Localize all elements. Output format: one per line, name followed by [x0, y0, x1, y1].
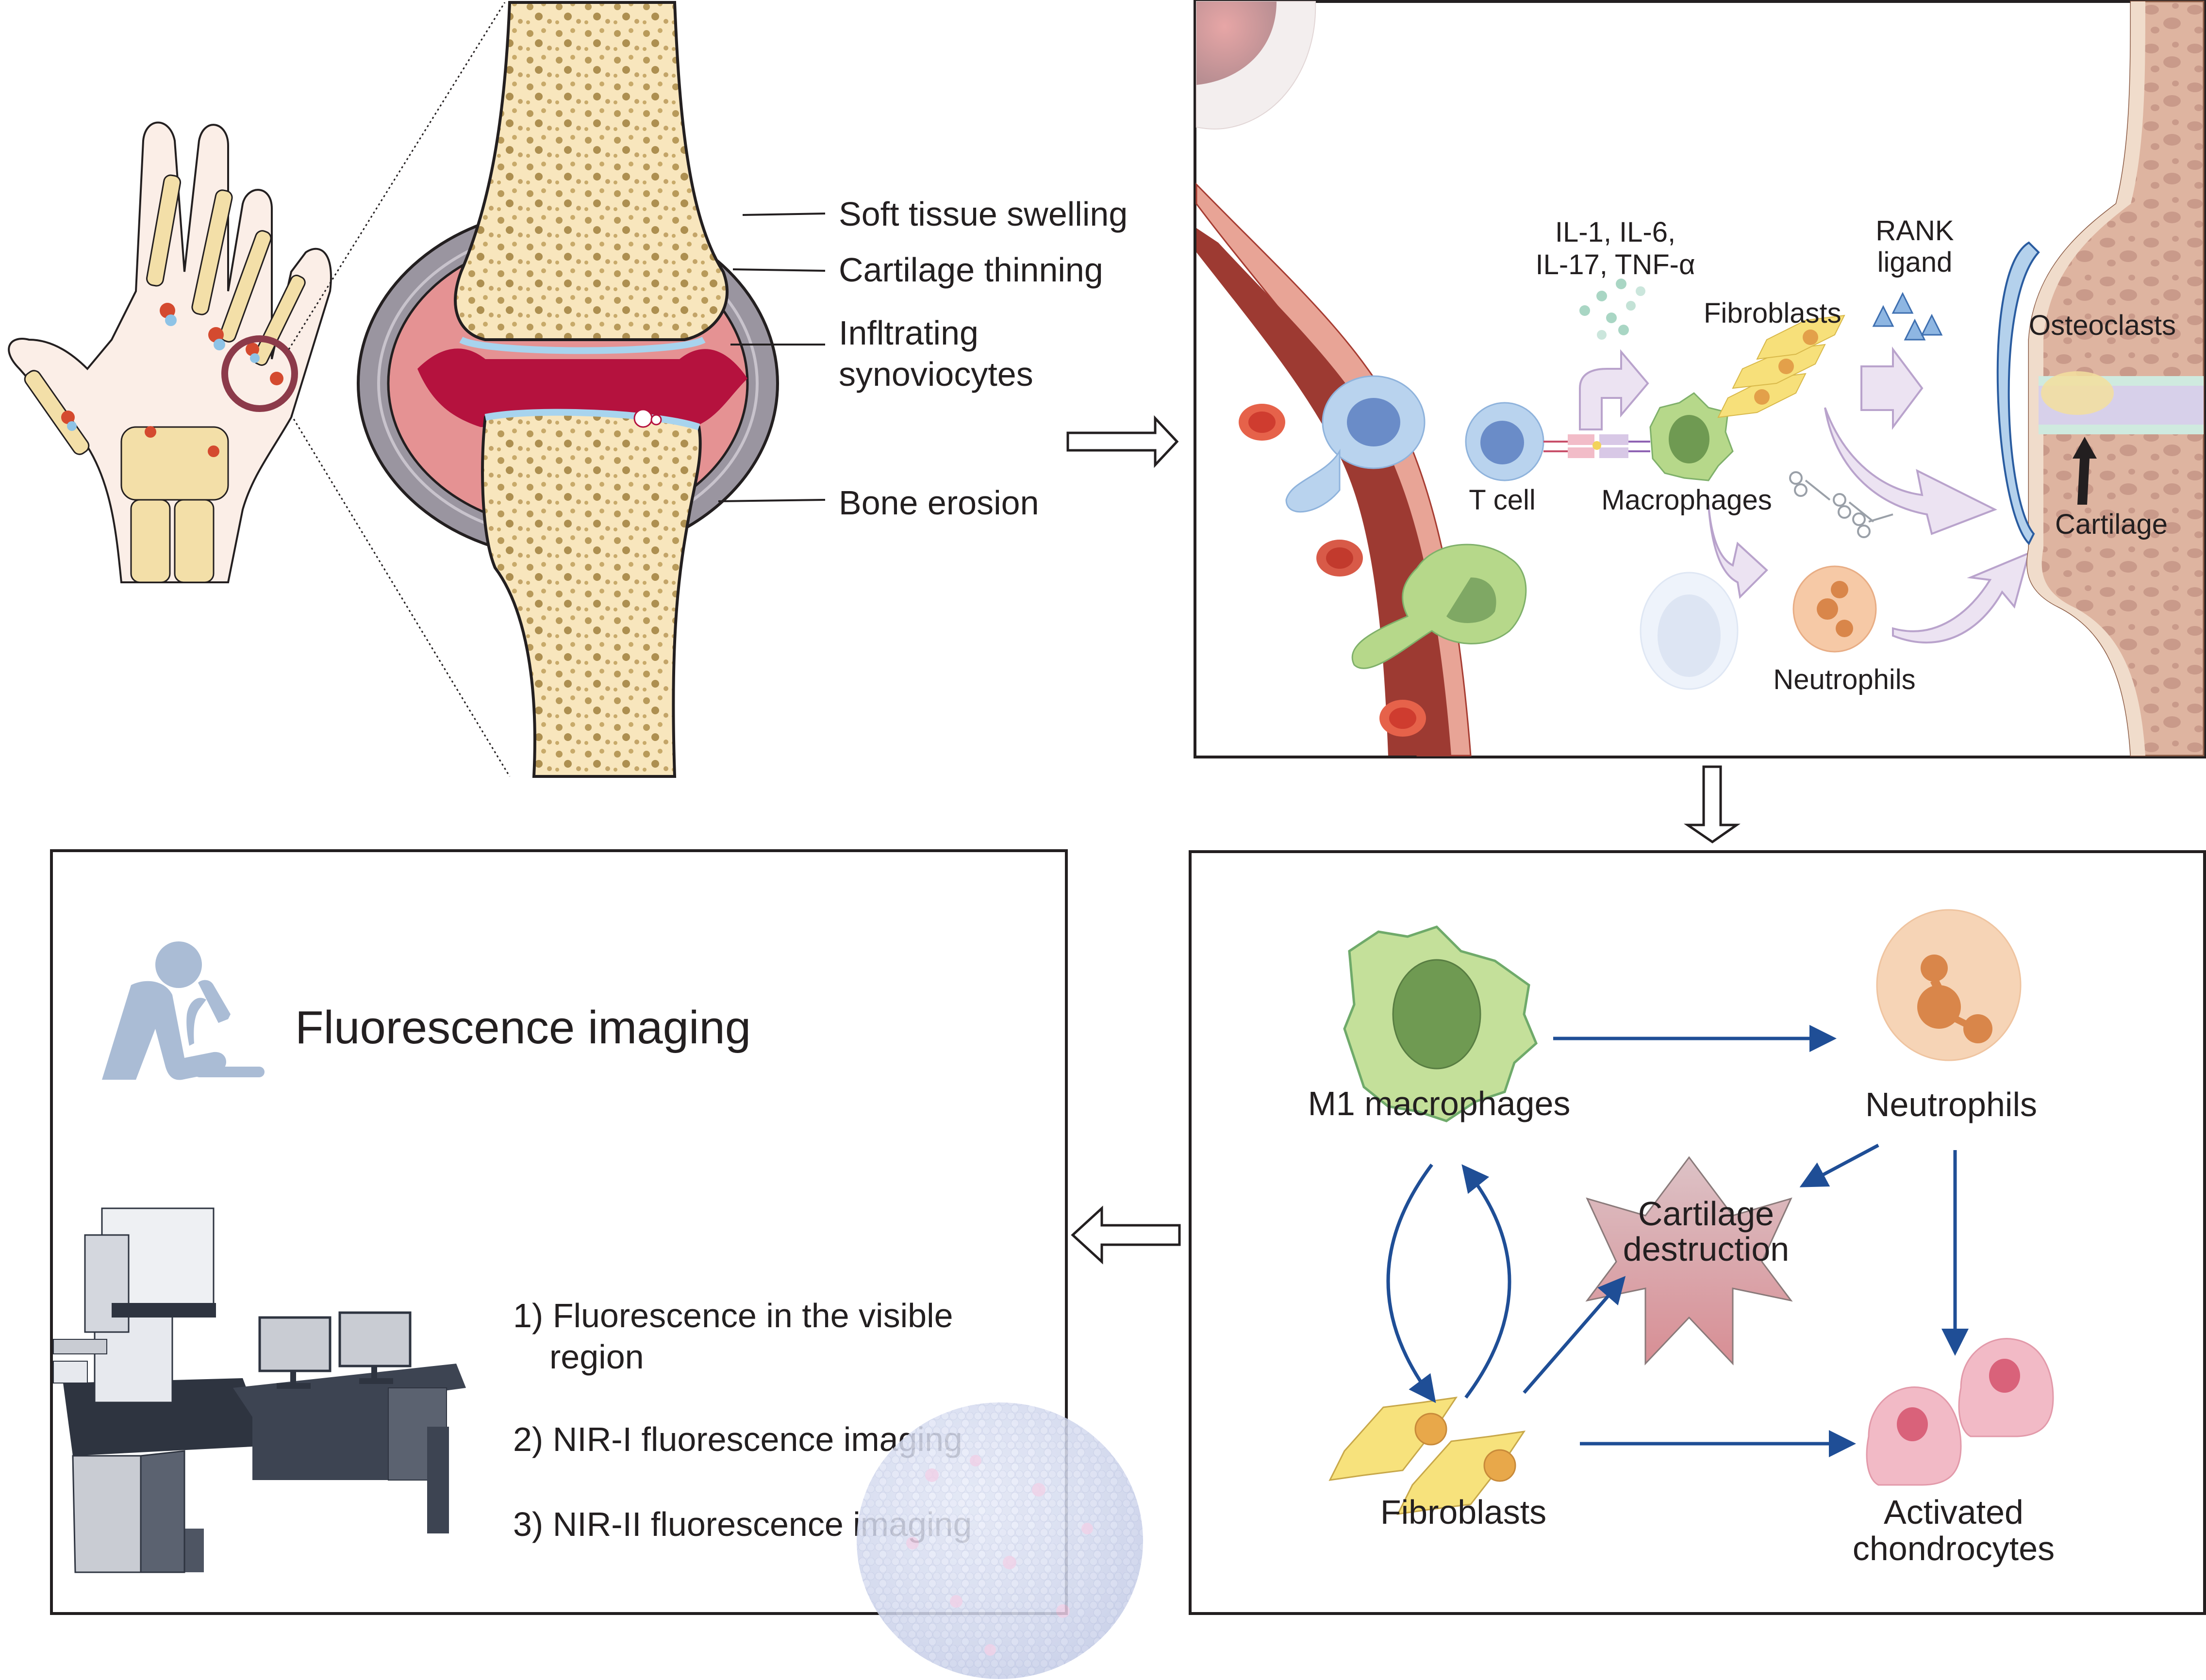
cartilage-destruction-star-icon — [1585, 1156, 1793, 1366]
macrophage-icon — [1649, 392, 1734, 481]
label-activated: Activated — [1884, 1493, 2024, 1531]
osteoclast-icon — [2041, 371, 2114, 415]
migrating-t-cell-icon — [1285, 375, 1426, 513]
receptor-binding-icon — [1543, 434, 1650, 458]
zoom-circle — [221, 335, 298, 412]
label-fibroblasts-top: Fibroblasts — [1704, 297, 1841, 329]
migrating-macrophage-icon — [1351, 544, 1527, 669]
zoom-guide-lines — [288, 2, 511, 777]
label-chondrocytes: chondrocytes — [1853, 1530, 2055, 1567]
imaging-panel-frame — [50, 849, 1068, 1615]
cell-panel-frame — [1194, 0, 2206, 758]
label-soft-tissue-swelling: Soft tissue swelling — [839, 195, 1128, 233]
label-cytokines-1: IL-1, IL-6, — [1555, 216, 1675, 248]
network-panel — [1328, 909, 2054, 1515]
m1-macrophage-icon — [1343, 925, 1538, 1122]
label-rank: RANK — [1875, 215, 1954, 247]
imaging-item-1-line2: region — [549, 1338, 644, 1376]
network-panel-frame — [1189, 850, 2206, 1615]
label-cytokines-2: IL-17, TNF-α — [1536, 249, 1695, 280]
label-t-cell: T cell — [1469, 484, 1536, 516]
label-bone-erosion: Bone erosion — [839, 484, 1039, 522]
label-cartilage-destruction-1: Cartilage — [1638, 1195, 1774, 1233]
pale-arrow-fibroblast — [1824, 407, 1997, 535]
neutrophil-network-icon — [1876, 909, 2022, 1061]
scissors-icon — [1789, 471, 1893, 538]
arrow-down — [1683, 765, 1741, 844]
label-cartilage-thinning: Cartilage thinning — [839, 251, 1103, 289]
cytokine-dots-icon — [1579, 279, 1645, 340]
fibroblasts-network-icon — [1328, 1397, 1526, 1515]
neutrophil-icon — [1792, 565, 1877, 653]
pale-arrow-cytokines — [1579, 349, 1649, 430]
pale-cell-icon — [1640, 572, 1739, 690]
label-cartilage: Cartilage — [2055, 509, 2168, 540]
joint-illustration — [357, 1, 779, 778]
label-cartilage-destruction-2: destruction — [1623, 1230, 1789, 1268]
pale-arrow-macrophage — [1708, 504, 1768, 599]
label-ligand: ligand — [1877, 247, 1953, 278]
imaging-item-1-line1: 1) Fluorescence in the visible — [513, 1297, 953, 1334]
cell-panel — [1195, 0, 2205, 757]
flow-arrow-neutrophil-cartilage — [1799, 1143, 1879, 1187]
chondrocytes-icon — [1866, 1338, 2054, 1486]
label-neutrophils: Neutrophils — [1865, 1086, 2037, 1123]
hand-illustration — [8, 121, 332, 583]
label-macrophages: Macrophages — [1601, 484, 1772, 516]
fibroblasts-icon — [1717, 314, 1845, 418]
rank-ligand-triangles-icon — [1872, 292, 1943, 341]
blood-vessel-illustration — [1195, 182, 1472, 757]
flow-arrow-fibroblast-cartilage — [1523, 1276, 1626, 1394]
joint-leader-lines — [718, 213, 826, 502]
nanoparticle-sphere-icon — [857, 1402, 1143, 1679]
imaging-item-2: 2) NIR-I fluorescence imaging — [513, 1420, 962, 1458]
flow-arrow-fibroblast-macrophage — [1461, 1164, 1511, 1399]
bone-cartilage-illustration — [1996, 0, 2205, 757]
t-cell-icon — [1465, 402, 1544, 481]
label-neutrophils-top: Neutrophils — [1773, 664, 1915, 695]
imaging-system-illustration — [53, 1207, 466, 1573]
label-fibroblasts: Fibroblasts — [1380, 1493, 1546, 1531]
red-blood-cell-icon — [1196, 0, 1316, 130]
label-synoviocytes: synoviocytes — [839, 355, 1033, 393]
arrow-right — [1066, 415, 1179, 468]
imaging-title: Fluorescence imaging — [295, 1002, 751, 1054]
up-arrow-icon — [2073, 437, 2097, 505]
scientist-microscope-icon — [102, 941, 265, 1080]
arrow-left — [1071, 1205, 1181, 1265]
flow-arrow-macrophage-fibroblast — [1386, 1163, 1436, 1403]
pale-arrow-rank — [1860, 346, 1924, 430]
pale-arrow-neutrophil — [1892, 551, 2031, 643]
label-osteoclasts: Osteoclasts — [2029, 310, 2176, 341]
label-m1-macrophages: M1 macrophages — [1308, 1085, 1571, 1122]
label-infiltrating: Infltrating — [839, 314, 979, 352]
